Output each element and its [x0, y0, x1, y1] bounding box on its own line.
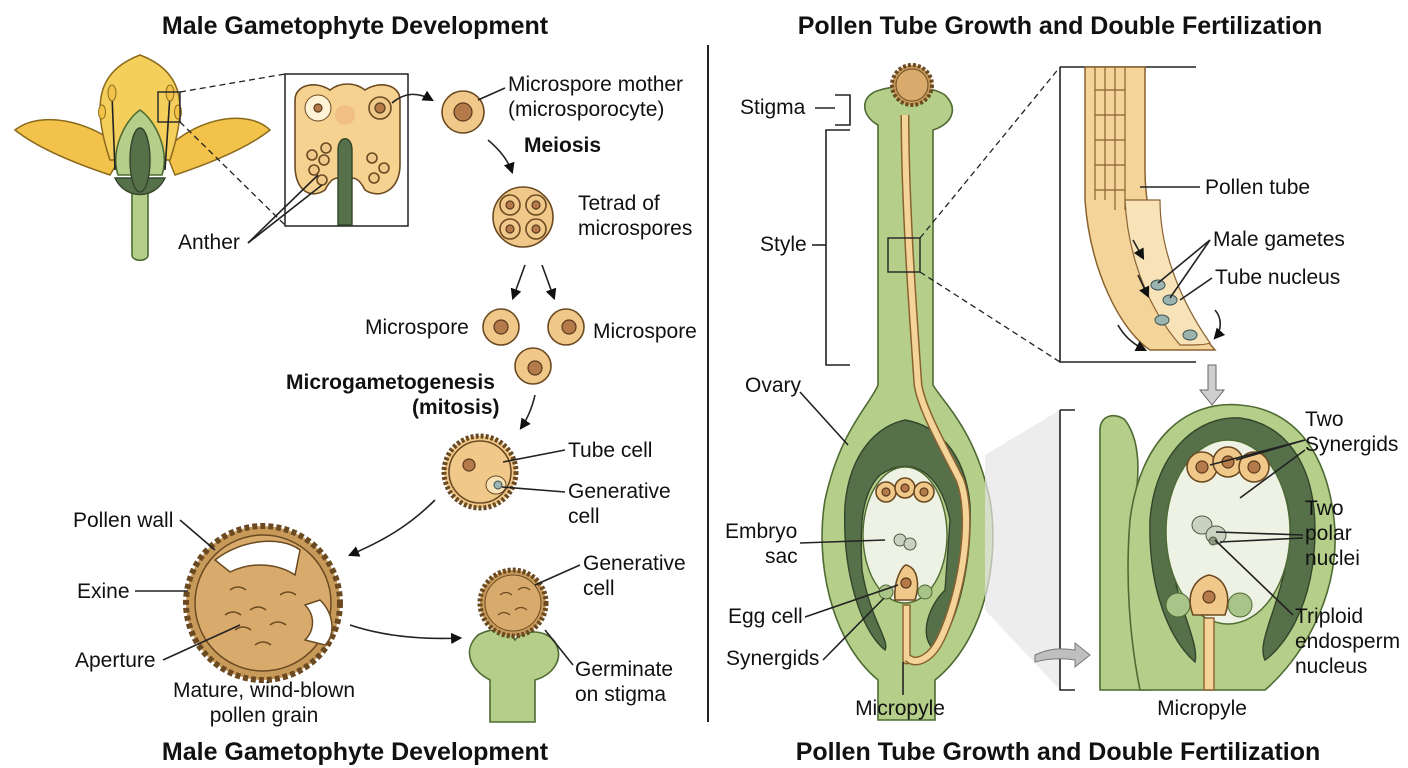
arrow-mitosis — [519, 394, 536, 430]
arrow-to-mature — [347, 499, 436, 557]
label-microgam-1: Microgametogenesis — [286, 371, 495, 394]
label-two-syn-2: Synergids — [1305, 433, 1398, 456]
arrow-to-stigma — [349, 624, 463, 644]
label-stigma: Stigma — [740, 96, 806, 119]
leader-syn-2 — [1235, 439, 1306, 461]
label-egg-cell: Egg cell — [728, 605, 803, 628]
pistil — [821, 63, 994, 721]
flower-illustration — [13, 54, 272, 262]
leader-pollen-wall — [179, 519, 216, 551]
leader-tube-cell — [502, 449, 566, 463]
mature-pollen-grain — [183, 523, 343, 683]
label-polar-3: nuclei — [1305, 547, 1360, 570]
label-male-gametes: Male gametes — [1213, 228, 1345, 251]
zoom-line-bottom — [179, 121, 286, 226]
label-meiosis: Meiosis — [524, 134, 601, 157]
leader-anther-2 — [247, 184, 323, 244]
label-mature-1: Mature, wind-blown — [173, 679, 355, 702]
label-mother-1: Microspore mother — [508, 73, 683, 96]
label-microspore-right: Microspore — [593, 320, 697, 343]
label-trip-3: nucleus — [1295, 655, 1367, 678]
arrow-split-left — [510, 264, 526, 301]
leader-egg — [804, 584, 899, 618]
leader-germinate — [544, 629, 574, 666]
label-embryo-1: Embryo — [725, 520, 797, 543]
zoom-line-tube-top — [919, 66, 1061, 239]
label-tube-nucleus: Tube nucleus — [1215, 266, 1340, 289]
leader-mother — [477, 87, 506, 101]
label-gen2-1: Generative — [583, 552, 686, 575]
label-trip-2: endosperm — [1295, 630, 1400, 653]
label-anther: Anther — [178, 231, 240, 254]
label-two-syn-1: Two — [1305, 408, 1344, 431]
label-tube-cell: Tube cell — [568, 439, 652, 462]
label-exine: Exine — [77, 580, 130, 603]
label-tetrad-1: Tetrad of — [578, 192, 660, 215]
leader-ovary — [799, 391, 849, 446]
right-title-bottom: Pollen Tube Growth and Double Fertilizat… — [796, 738, 1321, 766]
leader-aperture — [162, 624, 241, 661]
embryo-sac-inset — [1099, 403, 1336, 691]
microspore-mother-nucleus — [453, 102, 473, 122]
label-micropyle: Micropyle — [855, 697, 945, 720]
tetrad — [492, 186, 554, 248]
label-ovary: Ovary — [745, 374, 802, 397]
label-tetrad-2: microspores — [578, 217, 692, 240]
leader-syn-3 — [1239, 449, 1306, 499]
label-aperture: Aperture — [75, 649, 156, 672]
arrow-split-right — [541, 264, 557, 301]
zoom-line-tube-bottom — [919, 271, 1061, 363]
style-bracket — [825, 129, 850, 366]
microspore-bottom-nucleus — [527, 360, 543, 376]
label-embryo-2: sac — [765, 545, 798, 568]
arrow-meiosis — [487, 139, 515, 175]
leader-anther-1 — [247, 174, 319, 244]
leader-generative — [501, 486, 566, 493]
leader-polar-2 — [1219, 537, 1304, 543]
label-mature-2: pollen grain — [210, 704, 319, 727]
right-arrow-inset — [1034, 641, 1091, 669]
anther-cross-section — [284, 73, 409, 227]
germinating-pollen — [468, 567, 560, 723]
right-title-top: Pollen Tube Growth and Double Fertilizat… — [798, 12, 1323, 40]
label-microgam-2: (mitosis) — [412, 396, 500, 419]
arrow-to-mother-cell — [391, 90, 434, 104]
label-polar-2: polar — [1305, 522, 1352, 545]
leader-gen2 — [534, 564, 581, 586]
label-germinate-1: Germinate — [575, 658, 673, 681]
label-synergids: Synergids — [726, 647, 819, 670]
label-pollen-tube: Pollen tube — [1205, 176, 1310, 199]
leader-male-gamete-1 — [1157, 239, 1211, 284]
label-micropyle-2: Micropyle — [1157, 697, 1247, 720]
leader-triploid — [1214, 539, 1294, 616]
label-microspore-left: Microspore — [365, 316, 469, 339]
stigma-bracket — [835, 94, 851, 126]
microspore-left-nucleus — [493, 319, 509, 335]
zoom-shadow — [985, 410, 1060, 690]
label-trip-1: Triploid — [1295, 605, 1363, 628]
label-style: Style — [760, 233, 807, 256]
embryo-inset-bracket — [1059, 409, 1075, 691]
leader-tube-nucleus — [1179, 277, 1213, 301]
label-generative-2: cell — [568, 505, 600, 528]
label-generative-1: Generative — [568, 480, 671, 503]
microspore-right-nucleus — [561, 319, 577, 335]
label-polar-1: Two — [1305, 497, 1344, 520]
left-title-top: Male Gametophyte Development — [162, 12, 549, 40]
down-arrow-inset — [1198, 364, 1226, 406]
label-mother-2: (microsporocyte) — [508, 98, 664, 121]
label-germinate-2: on stigma — [575, 683, 666, 706]
leader-male-gamete-2 — [1169, 239, 1211, 299]
pollen-tube-inset — [1059, 66, 1226, 363]
young-pollen-grain — [441, 433, 519, 511]
leader-embryo — [799, 539, 886, 544]
left-title-bottom: Male Gametophyte Development — [162, 738, 549, 766]
leader-polar-1 — [1215, 531, 1304, 536]
label-gen2-2: cell — [583, 577, 615, 600]
zoom-line-top — [179, 73, 286, 93]
label-pollen-wall: Pollen wall — [73, 509, 173, 532]
leader-synergids — [822, 597, 885, 661]
